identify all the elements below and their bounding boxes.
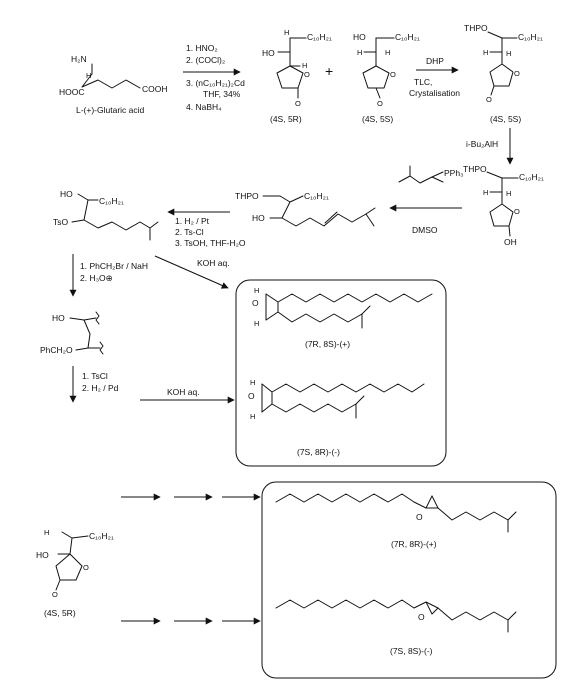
lactone-5s-h-right: H — [385, 48, 390, 57]
alkene-chain: C₁₀H₂₁ — [304, 191, 329, 201]
lower-lactone-carbonyl-o: O — [52, 590, 58, 599]
lactone-5r-h-top: H — [284, 28, 289, 37]
thp-lactone-structure: THPO C₁₀H₂₁ H H O O (4S, 5S) — [464, 23, 543, 124]
cis-7S8R-h-bottom: H — [250, 412, 255, 421]
tosylate-structure: HO C₁₀H₂₁ TsO — [53, 189, 159, 241]
hydro-reagent-1: 1. H₂ / Pt — [175, 216, 210, 226]
trans-7S8S-label: (7S, 8S)-(-) — [390, 646, 433, 656]
benzyl-ether-structure: HO PhCH₂O — [40, 311, 104, 355]
lactol-chain: C₁₀H₂₁ — [519, 172, 544, 182]
trans-7R8R-o: O — [416, 512, 423, 522]
cis-7S8R-o: O — [248, 391, 255, 401]
dhp-reagent: DHP — [426, 56, 444, 66]
lactone-5s-chain: C₁₀H₂₁ — [395, 32, 420, 42]
lactol-thpo: THPO — [463, 164, 487, 174]
plus-sign: + — [325, 63, 333, 79]
hydro-reagent-2: 2. Ts-Cl — [175, 227, 204, 237]
tscl-reagent-1: 1. TsCl — [82, 371, 108, 381]
thp-lactone-label: (4S, 5S) — [490, 114, 521, 124]
benzyl-reagent-1: 1. PhCH₂Br / NaH — [80, 261, 148, 271]
alkene-ho: HO — [252, 213, 265, 223]
glutaric-acid-name: L-(+)-Glutaric acid — [76, 105, 145, 115]
cis-7R8S-h-top: H — [254, 286, 259, 295]
lactol-structure: THPO C₁₀H₂₁ H H O OH — [463, 164, 544, 247]
cis-7S8R-label: (7S, 8R)-(-) — [297, 447, 340, 457]
koh2-reagent: KOH aq. — [167, 387, 200, 397]
trans-epoxides-box — [261, 481, 557, 679]
glutaric-acid-structure: H₂N H HOOC COOH L-(+)-Glutaric acid — [59, 54, 168, 115]
lactone-5s-ring-o: O — [390, 70, 396, 79]
lactol-oh: OH — [504, 237, 517, 247]
lactone-4S5S-structure: HO C₁₀H₂₁ H H O O (4S, 5S) — [353, 32, 420, 124]
wittig-solvent: DMSO — [412, 225, 438, 235]
lower-lactone-h: H — [44, 528, 49, 537]
dhp-tlc: TLC, — [414, 77, 432, 87]
benzyl-ether-ho: HO — [52, 313, 65, 323]
koh1-reagent: KOH aq. — [197, 258, 230, 268]
tscl-reagent-2: 2. H₂ / Pd — [82, 383, 119, 393]
cis-7R8S-label: (7R, 8S)-(+) — [305, 339, 350, 349]
lactone-5r-ho: HO — [262, 48, 275, 58]
lactone-4S5R-structure: H C₁₀H₂₁ HO H O O (4S, 5R) — [262, 28, 332, 124]
cis-7R8S-o: O — [252, 298, 259, 308]
wittig-reagent: PPh₃ — [444, 168, 464, 178]
alkene-thpo: THPO — [235, 191, 259, 201]
thp-lactone-h-left: H — [483, 48, 488, 57]
trans-7S8S-o: O — [418, 612, 425, 622]
glutaric-nh2-label: H₂N — [71, 54, 87, 64]
lactol-ring-o: O — [514, 207, 520, 216]
lactone-5s-carbonyl-o: O — [377, 99, 383, 108]
lactol-h-right: H — [506, 189, 511, 198]
lower-lactone-ring-o: O — [83, 563, 89, 572]
glutaric-cooh-label: COOH — [142, 84, 168, 94]
lactone-5r-h-ring: H — [302, 61, 307, 70]
trans-7R8R-label: (7R, 8R)-(+) — [391, 539, 437, 549]
tosylate-tso: TsO — [53, 217, 69, 227]
lower-lactone-label: (4S, 5R) — [44, 608, 76, 618]
lactol-h-left: H — [483, 188, 488, 197]
glutaric-h-label: H — [86, 71, 91, 80]
lactone-5s-h-left: H — [357, 48, 362, 57]
lactone-5r-chain: C₁₀H₂₁ — [307, 32, 332, 42]
thp-lactone-ring-o: O — [514, 69, 520, 78]
cis-7S8R-structure: O H H (7S, 8R)-(-) — [248, 378, 425, 457]
dibal-reagent: i-Bu₂AlH — [466, 139, 498, 149]
step1-reagent-1: 1. HNO₂ — [186, 43, 218, 53]
lactone-5s-ho: HO — [353, 32, 366, 42]
step1-reagent-2: 2. (COCl)₂ — [186, 55, 225, 65]
cis-epoxides-box — [235, 279, 447, 467]
trans-7R8R-structure: O (7R, 8R)-(+) — [275, 493, 517, 549]
thp-lactone-thpo: THPO — [464, 23, 488, 33]
lower-lactone-ho: HO — [36, 550, 49, 560]
koh1-arrow — [154, 255, 229, 289]
trans-7S8S-structure: O (7S, 8S)-(-) — [275, 599, 517, 656]
step1-reagent-4: 4. NaBH₄ — [186, 102, 222, 112]
thp-lactone-carbonyl-o: O — [486, 95, 492, 104]
dhp-crystalisation: Crystalisation — [409, 88, 460, 98]
thp-lactone-h-right: H — [506, 49, 511, 58]
step1-reagent-3: 3. (nC₁₀H₂₁)₂Cd — [186, 78, 245, 88]
lactone-5r-carbonyl-o: O — [295, 99, 301, 108]
tosylate-ho: HO — [60, 189, 73, 199]
wittig-ylide-structure: PPh₃ — [398, 165, 464, 184]
alkene-structure: THPO C₁₀H₂₁ HO — [235, 191, 376, 227]
cis-7R8S-structure: O H H (7R, 8S)-(+) — [252, 286, 433, 349]
benzyl-reagent-2: 2. H₃O⊕ — [80, 273, 113, 283]
lower-lactone-chain: C₁₀H₂₁ — [89, 531, 114, 541]
cis-7S8R-h-top: H — [250, 378, 255, 387]
thp-lactone-chain: C₁₀H₂₁ — [518, 32, 543, 42]
lactone-5r-ring-o: O — [304, 70, 310, 79]
step1-reagent-3b: THF, 34% — [203, 89, 241, 99]
lower-lactone-4S5R-structure: H C₁₀H₂₁ HO O O (4S, 5R) — [36, 528, 114, 618]
benzyl-ether-phch2o: PhCH₂O — [40, 345, 73, 355]
lactone-5r-label: (4S, 5R) — [270, 114, 302, 124]
hydro-reagent-3: 3. TsOH, THF-H₂O — [175, 238, 246, 248]
tosylate-chain: C₁₀H₂₁ — [99, 196, 124, 206]
lactone-5s-label: (4S, 5S) — [362, 114, 393, 124]
glutaric-hooc-label: HOOC — [59, 87, 85, 97]
cis-7R8S-h-bottom: H — [254, 319, 259, 328]
